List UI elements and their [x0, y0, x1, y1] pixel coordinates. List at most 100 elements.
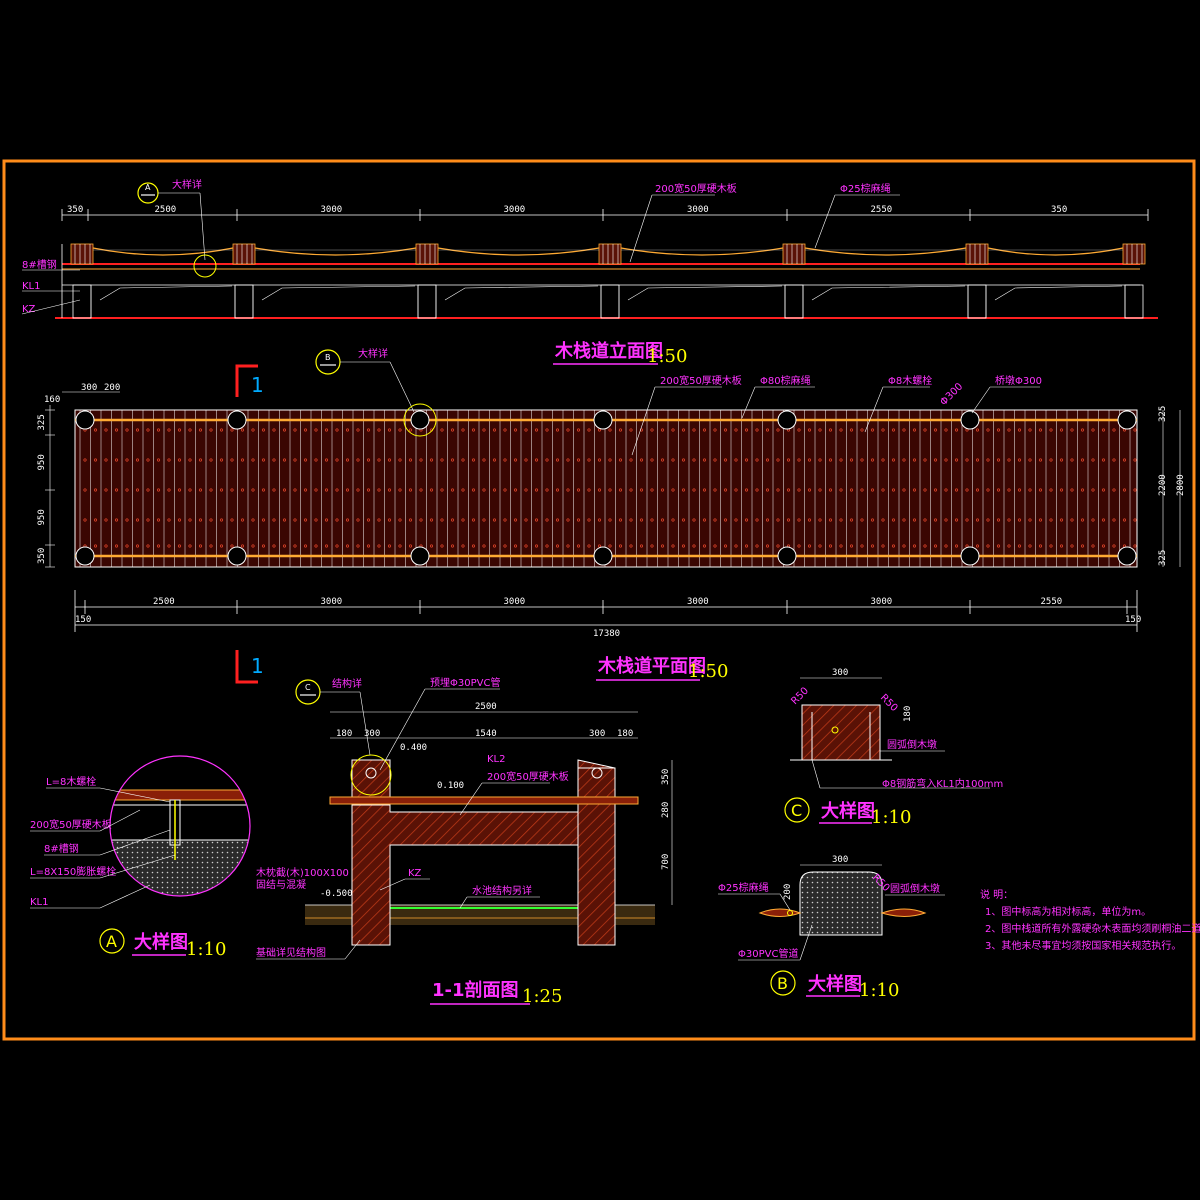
detailC-l1: R50 — [789, 685, 811, 707]
plan-bubble-letter: B — [325, 353, 331, 362]
section-dim-2: 1540 — [475, 729, 497, 739]
plan-bottom-dim-3: 3000 — [687, 597, 709, 607]
plan-bottom-dim-2: 3000 — [504, 597, 526, 607]
plan-title: 木栈道平面图 — [597, 655, 706, 677]
section-water-label: 水池结构另详 — [472, 884, 532, 897]
section-view: 2500 180 300 1540 300 180 350 280 700 0.… — [256, 676, 673, 1007]
detailA-label-4: KL1 — [30, 897, 49, 908]
section-dim-0: 180 — [336, 729, 352, 739]
plan-right-dim-1: 2200 — [1158, 474, 1168, 496]
section-level-top: 0.400 — [400, 743, 427, 753]
plan-top-dim-0: 160 — [44, 395, 60, 405]
section-kl-label: KL2 — [487, 754, 506, 765]
detail-c: 300 R50 R50 180 圆弧倒木墩 Φ8钢筋弯入KL1内100mm C … — [784, 668, 1003, 828]
plan-bottom-dim-5: 2550 — [1041, 597, 1063, 607]
section-kz-label: KZ — [408, 868, 422, 879]
elev-kz-label: KZ — [22, 304, 36, 315]
plan-right-dim-3: 325 — [1158, 550, 1168, 566]
notes-item-1: 2、图中栈道所有外露硬杂木表面均须刷桐油二道。 — [985, 922, 1200, 935]
plan-right-dim-0: 325 — [1158, 406, 1168, 422]
plan-rope-label: Φ80棕麻绳 — [760, 374, 811, 387]
notes-item-2: 3、其他未尽事宜均须按国家相关规范执行。 — [985, 939, 1181, 952]
plan-bottom-dim-1: 3000 — [321, 597, 343, 607]
detailB-rope: Φ25棕麻绳 — [718, 881, 769, 894]
plan-bottom-dim-4: 3000 — [871, 597, 893, 607]
elev-bubble-label: 大样详 — [172, 178, 202, 191]
elev-channel-label: 8#槽钢 — [22, 258, 57, 271]
section-right-dim-0: 350 — [661, 769, 671, 785]
section-level-bottom: -0.500 — [320, 889, 353, 899]
plan-top-dim-2: 200 — [104, 383, 120, 393]
section-bubble-label: 结构详 — [332, 677, 362, 690]
section-dim-1: 300 — [364, 729, 380, 739]
detailC-scale: 1:10 — [871, 807, 911, 828]
detailC-top: 圆弧倒木墩 — [887, 738, 937, 751]
plan-bottom-end-1: 150 — [1125, 615, 1141, 625]
plan-bottom-dim-0: 2500 — [153, 597, 175, 607]
detailA-title: 大样图 — [134, 931, 188, 953]
plan-pile-label: 桥墩Φ300 — [995, 374, 1042, 387]
plan-section-mark-bottom: 1 — [251, 654, 264, 678]
notes-heading: 说 明： — [980, 888, 1013, 901]
plan-top-dim-1: 300 — [81, 383, 97, 393]
section-total-dim: 2500 — [475, 702, 497, 712]
section-title: 1-1剖面图 — [432, 979, 519, 1001]
section-base-label: 基础详见结构图 — [256, 946, 326, 959]
plan-bubble-label: 大样详 — [358, 347, 388, 360]
elev-kl-label: KL1 — [22, 281, 41, 292]
elev-dim-6: 350 — [1051, 205, 1067, 215]
detailB-letter: B — [777, 974, 788, 993]
plan-left-dim-0: 325 — [37, 414, 47, 430]
section-top-label: 预埋Φ30PVC管 — [430, 676, 500, 689]
section-insert2-label: 固结与混凝 — [256, 878, 306, 891]
plan-scale: 1:50 — [688, 661, 728, 682]
elev-scale: 1:50 — [647, 346, 687, 367]
detailC-title: 大样图 — [821, 800, 875, 822]
detailA-letter: A — [106, 932, 117, 951]
elev-dim-1: 2500 — [155, 205, 177, 215]
detailB-side: 200 — [783, 884, 793, 900]
plan-total-dim: 17380 — [593, 629, 620, 639]
plan-right-dim-2: 2800 — [1176, 474, 1186, 496]
elev-dim-4: 3000 — [687, 205, 709, 215]
elev-board-label: 200宽50厚硬木板 — [655, 182, 737, 195]
plan-bolt-label: Φ8木螺栓 — [888, 374, 932, 387]
drawing-frame — [2, 159, 1196, 1041]
detailB-top: 圆弧倒木墩 — [890, 882, 940, 895]
notes-item-0: 1、图中标高为相对标高，单位为m。 — [985, 905, 1151, 918]
section-bubble-letter: C — [305, 683, 311, 692]
section-dim-4: 180 — [617, 729, 633, 739]
detailC-width: 300 — [832, 668, 848, 678]
plan-board-label: 200宽50厚硬木板 — [660, 374, 742, 387]
section-right-dim-2: 700 — [661, 854, 671, 870]
section-scale: 1:25 — [522, 986, 562, 1007]
plan-bottom-end-0: 150 — [75, 615, 91, 625]
section-dim-3: 300 — [589, 729, 605, 739]
detailC-side: 180 — [903, 706, 913, 722]
detailA-label-3: L=8X150膨胀螺栓 — [30, 865, 116, 878]
detailB-scale: 1:10 — [859, 980, 899, 1001]
section-board-label: 200宽50厚硬木板 — [487, 770, 569, 783]
elev-dim-0: 350 — [67, 205, 83, 215]
detailA-label-2: 8#槽钢 — [44, 842, 79, 855]
section-right-dim-1: 280 — [661, 802, 671, 818]
detail-b: 300 Φ25棕麻绳 R50 200 圆弧倒木墩 Φ30PVC管道 B 大样图 … — [718, 855, 945, 1001]
plan-left-dim-3: 350 — [37, 548, 47, 564]
plan-left-dim-2: 950 — [37, 509, 47, 525]
detailC-bottom: Φ8钢筋弯入KL1内100mm — [882, 777, 1003, 790]
detailB-pvc: Φ30PVC管道 — [738, 947, 798, 960]
elev-bubble-letter: A — [145, 183, 151, 192]
section-insert-label: 木枕截(木)100X100 — [256, 866, 349, 879]
notes: 说 明： 1、图中标高为相对标高，单位为m。 2、图中栈道所有外露硬杂木表面均须… — [980, 888, 1200, 952]
plan-r300-label: Φ300 — [938, 381, 965, 408]
detailA-label-0: L=8木螺栓 — [46, 775, 96, 788]
section-level-deck: 0.100 — [437, 781, 464, 791]
elev-dim-3: 3000 — [504, 205, 526, 215]
detailB-title: 大样图 — [808, 973, 862, 995]
elev-title: 木栈道立面图 — [554, 340, 663, 362]
elev-dim-5: 2550 — [871, 205, 893, 215]
detail-a: L=8木螺栓 200宽50厚硬木板 8#槽钢 L=8X150膨胀螺栓 KL1 A… — [30, 755, 251, 960]
